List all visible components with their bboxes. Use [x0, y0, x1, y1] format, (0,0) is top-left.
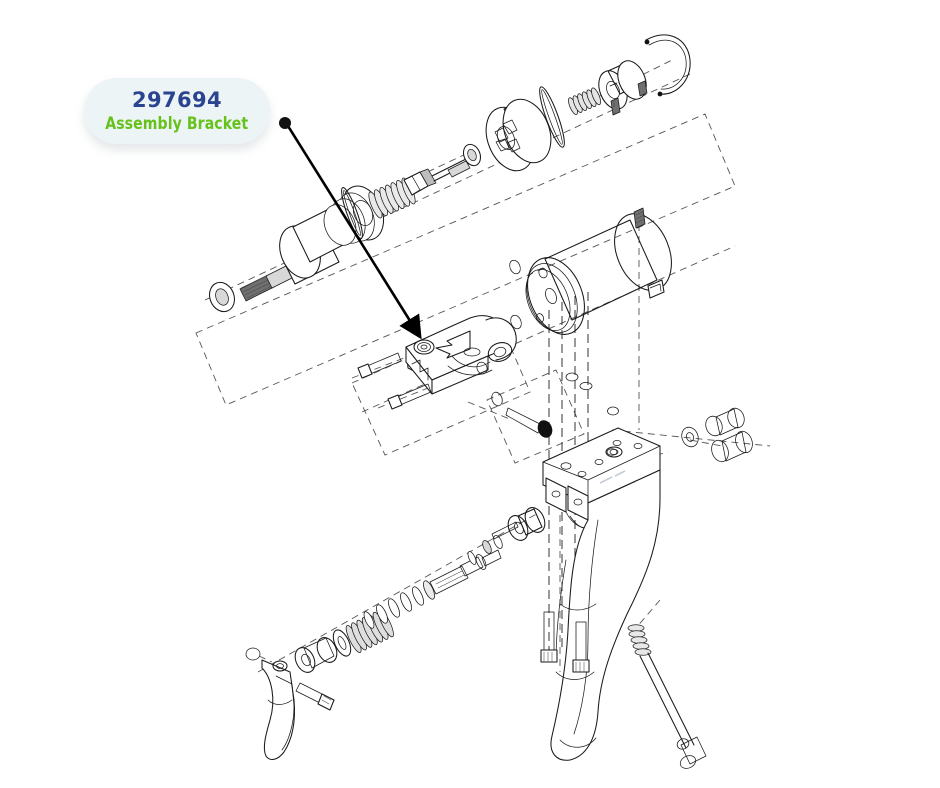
valve-pin — [491, 521, 519, 540]
callout-leader — [279, 117, 422, 340]
valve-washer-stack — [363, 580, 435, 629]
bracket-bolt-2 — [387, 383, 432, 410]
hose-rod-assembly — [627, 624, 707, 769]
o-ring-rotor — [539, 86, 565, 148]
rotor-bearing-small — [462, 143, 482, 167]
retaining-ring — [644, 34, 691, 97]
assembly-bracket-part — [405, 315, 517, 395]
rod-spring-coil — [627, 624, 652, 656]
motor-housing-group — [509, 207, 672, 416]
rotor-spring — [568, 87, 602, 115]
taper-pin — [491, 391, 553, 438]
rod-end-fitting — [676, 736, 707, 769]
trigger-lever — [261, 659, 295, 761]
valve-seat — [332, 629, 352, 657]
callout-anchor-dot — [279, 117, 291, 129]
hammer-case — [279, 185, 385, 279]
valve-spring — [345, 609, 394, 653]
air-inlet-fittings — [681, 407, 753, 463]
anvil-hammer-case-group — [209, 157, 471, 313]
through-bolts — [540, 611, 590, 673]
inlet-nut-small — [681, 426, 699, 448]
trigger-screw — [295, 682, 335, 711]
o-ring-large — [341, 187, 363, 239]
inlet-bushing — [711, 430, 753, 463]
valve-small-washers — [467, 535, 503, 565]
part-name: Assembly Bracket — [105, 113, 249, 134]
body-brand-mark — [599, 470, 626, 484]
hammer-spring — [368, 177, 416, 219]
part-number: 297694 — [131, 87, 223, 112]
motor-stud — [633, 207, 646, 229]
valve-nut — [294, 637, 338, 673]
valve-stem — [429, 549, 502, 595]
trigger-valve-group — [245, 507, 546, 761]
through-bolt-left — [540, 611, 558, 663]
bracket-bolt-1 — [357, 352, 402, 379]
trigger-pivot-pin — [245, 647, 273, 663]
anvil-washer — [209, 281, 235, 313]
rotor-assembly-group — [462, 34, 691, 172]
bracket-bolts — [357, 352, 553, 438]
valve-end-cap — [507, 507, 546, 541]
inlet-coupler — [705, 407, 745, 437]
rotor-disc — [485, 98, 552, 172]
rotor-pins — [610, 80, 648, 116]
part-callout-label[interactable]: 297694 Assembly Bracket — [84, 78, 270, 144]
through-bolt-right — [572, 621, 590, 673]
hammer-key-block — [403, 168, 437, 196]
mount-plate-handle-group — [542, 427, 661, 761]
